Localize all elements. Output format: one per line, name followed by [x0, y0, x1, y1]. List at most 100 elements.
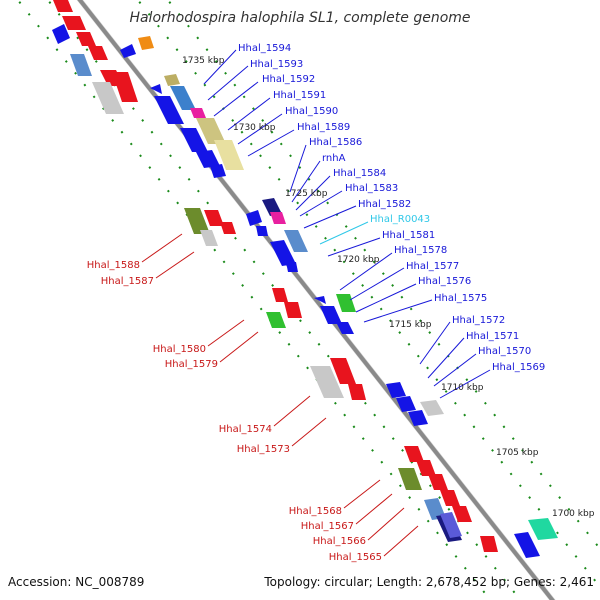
gene-block-blue[interactable] — [408, 410, 428, 426]
leader-line — [355, 283, 417, 313]
gene-label[interactable]: Hhal_1581 — [382, 230, 435, 241]
gene-block-red[interactable] — [220, 222, 236, 234]
gene-block-blue[interactable] — [314, 296, 326, 304]
gene-block-blue[interactable] — [180, 128, 208, 152]
gene-block-blue[interactable] — [154, 96, 184, 124]
gene-block-magenta[interactable] — [190, 108, 206, 118]
gene-block-blue[interactable] — [396, 396, 416, 412]
gene-block-khaki[interactable] — [164, 74, 180, 86]
leader-line — [289, 144, 307, 193]
gene-block-red[interactable] — [88, 46, 108, 60]
gene-block-navy[interactable] — [262, 198, 282, 216]
gene-block-red[interactable] — [284, 302, 302, 318]
gene-block-red[interactable] — [272, 288, 288, 302]
gene-block-blue[interactable] — [256, 226, 268, 236]
left-leader-lines — [141, 233, 419, 557]
gene-label[interactable]: Hhal_1590 — [285, 106, 338, 117]
gene-label[interactable]: Hhal_1566 — [313, 536, 366, 547]
gene-block-red[interactable] — [112, 72, 138, 102]
gene-label[interactable]: Hhal_1589 — [297, 122, 350, 133]
gene-block-blue[interactable] — [320, 306, 342, 324]
gene-label[interactable]: Hhal_1570 — [478, 346, 531, 357]
gene-block-blue[interactable] — [210, 164, 226, 178]
gene-label[interactable]: Hhal_1594 — [238, 43, 291, 54]
gene-block-red[interactable] — [62, 16, 86, 30]
gene-label[interactable]: Hhal_1569 — [492, 362, 545, 373]
kbp-mark: 1700 kbp — [552, 509, 595, 519]
gene-block-blue[interactable] — [286, 262, 298, 272]
gene-block-blue[interactable] — [120, 44, 136, 58]
gene-block-blue[interactable] — [52, 24, 70, 44]
gene-label[interactable]: Hhal_1577 — [406, 261, 459, 272]
leader-line — [247, 129, 295, 157]
gene-label[interactable]: Hhal_1567 — [301, 521, 354, 532]
gene-block-teal[interactable] — [528, 518, 558, 540]
gene-block-khaki[interactable] — [196, 118, 226, 144]
gene-label[interactable]: Hhal_1573 — [237, 444, 290, 455]
gene-block-red[interactable] — [480, 536, 498, 552]
dotted-track-right-inner — [136, 0, 600, 589]
gene-label[interactable]: Hhal_1586 — [309, 137, 362, 148]
gene-label[interactable]: Hhal_1592 — [262, 74, 315, 85]
gene-label[interactable]: Hhal_1565 — [329, 552, 382, 563]
gene-block-gray[interactable] — [200, 230, 218, 246]
gene-block-red[interactable] — [440, 490, 460, 506]
gene-block-gray[interactable] — [92, 82, 124, 114]
gene-block-red[interactable] — [452, 506, 472, 522]
leader-line — [207, 65, 249, 101]
gene-label[interactable]: rnhA — [322, 153, 346, 164]
gene-label[interactable]: Hhal_1571 — [466, 331, 519, 342]
gene-block-red[interactable] — [404, 446, 424, 462]
gene-block-steelblue[interactable] — [70, 54, 92, 76]
gene-block-blue[interactable] — [336, 322, 354, 334]
leader-line — [237, 113, 283, 145]
gene-block-olive[interactable] — [184, 208, 210, 234]
gene-block-blue[interactable] — [150, 84, 162, 94]
gene-block-magenta[interactable] — [270, 212, 286, 224]
gene-block-khaki[interactable] — [214, 140, 244, 170]
gene-block-blue[interactable] — [386, 382, 406, 398]
gene-block-slateblue[interactable] — [440, 512, 462, 538]
gene-label[interactable]: Hhal_1584 — [333, 168, 386, 179]
gene-block-green[interactable] — [336, 294, 356, 312]
gene-label[interactable]: Hhal_1593 — [250, 59, 303, 70]
gene-label[interactable]: Hhal_1588 — [87, 260, 140, 271]
gene-label[interactable]: Hhal_1578 — [394, 245, 447, 256]
gene-label[interactable]: Hhal_1591 — [273, 90, 326, 101]
gene-block-green[interactable] — [266, 312, 286, 328]
genes-left-track — [52, 0, 498, 552]
leader-line — [427, 337, 465, 379]
leader-line — [295, 175, 331, 211]
gene-block-blue[interactable] — [246, 210, 262, 226]
gene-block-red[interactable] — [76, 32, 96, 46]
gene-block-gray[interactable] — [420, 400, 444, 416]
gene-block-gray[interactable] — [310, 366, 344, 398]
gene-block-red[interactable] — [330, 358, 356, 384]
gene-label[interactable]: Hhal_1568 — [289, 506, 342, 517]
gene-block-blue[interactable] — [196, 150, 220, 168]
gene-label[interactable]: Hhal_1572 — [452, 315, 505, 326]
gene-label[interactable]: Hhal_1587 — [101, 276, 154, 287]
gene-block-red[interactable] — [53, 0, 73, 12]
gene-block-blue[interactable] — [514, 532, 540, 558]
gene-label[interactable]: Hhal_1579 — [165, 359, 218, 370]
map-title: Halorhodospira halophila SL1, complete g… — [129, 10, 470, 26]
gene-block-orange[interactable] — [138, 36, 154, 50]
gene-block-olive[interactable] — [398, 468, 422, 490]
gene-label[interactable]: Hhal_1580 — [153, 344, 206, 355]
gene-label[interactable]: Hhal_1582 — [358, 199, 411, 210]
gene-label[interactable]: Hhal_1576 — [418, 276, 471, 287]
gene-block-red[interactable] — [428, 474, 448, 490]
gene-label-rna[interactable]: Hhal_R0043 — [370, 214, 430, 225]
gene-label[interactable]: Hhal_1575 — [434, 293, 487, 304]
right-leader-lines — [203, 49, 491, 399]
gene-block-red[interactable] — [204, 210, 224, 226]
gene-block-steelblue[interactable] — [170, 86, 196, 110]
gene-block-red[interactable] — [348, 384, 366, 400]
leader-line — [339, 252, 393, 291]
gene-label[interactable]: Hhal_1574 — [219, 424, 272, 435]
gene-block-steelblue[interactable] — [284, 230, 308, 252]
gene-block-blue[interactable] — [270, 240, 296, 266]
gene-label[interactable]: Hhal_1583 — [345, 183, 398, 194]
gene-block-red[interactable] — [416, 460, 436, 476]
